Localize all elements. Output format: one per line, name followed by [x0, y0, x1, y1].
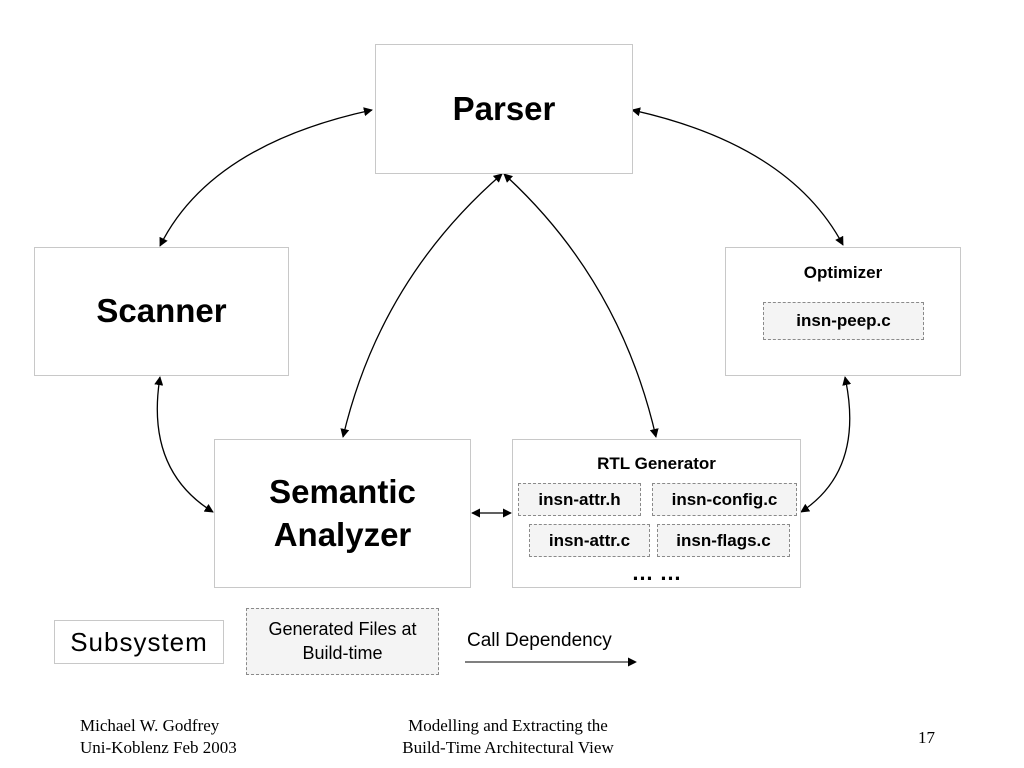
semantic-analyzer-label-line1: Semantic: [269, 472, 416, 510]
generated-file-insn-attr-c: insn-attr.c: [529, 524, 650, 557]
parser-label: Parser: [452, 89, 556, 127]
semantic-analyzer-box: Semantic Analyzer: [214, 439, 471, 588]
edge-scanner-semantic: [154, 376, 214, 513]
rtl-generator-label: RTL Generator: [597, 454, 716, 473]
legend-call-dependency: Call Dependency: [467, 630, 612, 651]
edge-parser-rtl: [503, 173, 659, 438]
legend-generated-line2: Build-time: [302, 642, 383, 663]
legend-generated-line1: Generated Files at: [268, 619, 417, 640]
footer-author: Michael W. Godfrey Uni-Koblenz Feb 2003: [80, 715, 237, 759]
footer-venue: Uni-Koblenz Feb 2003: [80, 738, 237, 758]
footer-title: Modelling and Extracting the Build-Time …: [380, 715, 636, 759]
edge-parser-scanner: [159, 107, 373, 247]
optimizer-box: Optimizer insn-peep.c: [725, 247, 961, 376]
legend-generated-files: Generated Files at Build-time: [246, 608, 439, 675]
edge-parser-optimizer: [631, 107, 844, 246]
generated-file-insn-config: insn-config.c: [652, 483, 797, 516]
scanner-label: Scanner: [96, 292, 227, 330]
legend-subsystem: Subsystem: [54, 620, 224, 664]
scanner-box: Scanner: [34, 247, 289, 376]
edge-optimizer-rtl: [800, 376, 852, 513]
more-files-ellipsis: … …: [631, 560, 682, 585]
optimizer-label: Optimizer: [803, 263, 883, 282]
generated-file-insn-peep: insn-peep.c: [763, 302, 924, 340]
footer-title-line2: Build-Time Architectural View: [402, 738, 614, 758]
edge-parser-semantic: [340, 173, 503, 438]
footer-author-name: Michael W. Godfrey: [80, 716, 220, 735]
parser-box: Parser: [375, 44, 633, 174]
generated-file-insn-flags: insn-flags.c: [657, 524, 790, 557]
generated-file-insn-attr-h: insn-attr.h: [518, 483, 641, 516]
semantic-analyzer-label-line2: Analyzer: [273, 515, 412, 553]
rtl-generator-box: RTL Generator insn-attr.h insn-config.c …: [512, 439, 801, 588]
page-number: 17: [918, 728, 935, 747]
footer-title-line1: Modelling and Extracting the: [408, 716, 608, 735]
